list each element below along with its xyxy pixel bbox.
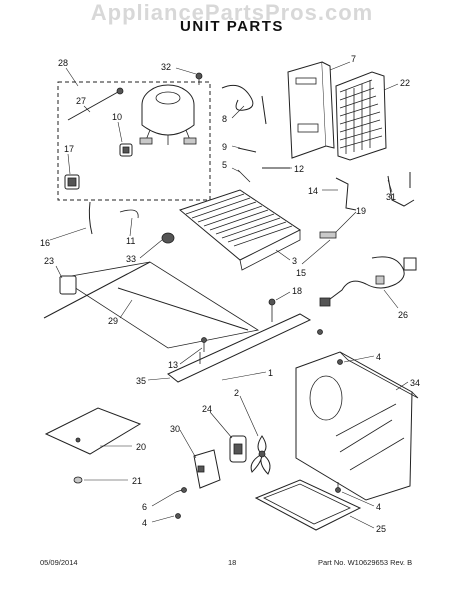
callout-4-right: 4 (376, 502, 381, 512)
callout-26: 26 (398, 310, 408, 320)
callout-1: 1 (268, 368, 273, 378)
callout-35: 35 (136, 376, 146, 386)
callout-27: 27 (76, 96, 86, 106)
callout-14: 14 (308, 186, 318, 196)
screw-4c (335, 482, 341, 493)
callout-28: 28 (58, 58, 68, 68)
callout-4-top: 4 (376, 352, 381, 362)
callout-20: 20 (136, 442, 146, 452)
foot-21 (73, 476, 83, 484)
fan-blade (250, 435, 271, 475)
callout-34: 34 (410, 378, 420, 388)
callout-5: 5 (222, 160, 227, 170)
rail-bracket (167, 313, 323, 383)
wire-11 (119, 209, 139, 219)
callout-9: 9 (222, 142, 227, 152)
screw-4a (337, 359, 343, 365)
overload-relay (67, 91, 119, 121)
callout-24: 24 (202, 404, 212, 414)
compressor-group-box (57, 81, 211, 201)
callout-25: 25 (376, 524, 386, 534)
callout-18: 18 (292, 286, 302, 296)
callout-17: 17 (64, 144, 74, 154)
callout-23: 23 (44, 256, 54, 266)
page-title: UNIT PARTS (180, 18, 284, 35)
callout-2: 2 (234, 388, 239, 398)
base-frame (43, 261, 260, 349)
callout-21: 21 (132, 476, 142, 486)
fan-motor (229, 435, 247, 463)
callout-22: 22 (400, 78, 410, 88)
footer-part-number: Part No. W10629653 Rev. B (318, 558, 413, 567)
callout-7: 7 (351, 54, 356, 64)
condenser (335, 71, 387, 161)
callout-6: 6 (142, 502, 147, 512)
callout-3: 3 (292, 256, 297, 266)
bracket-23 (59, 275, 77, 295)
grommet (161, 232, 175, 244)
tube-9 (237, 147, 257, 153)
defrost-pan-rack (178, 189, 301, 271)
callout-32: 32 (161, 62, 171, 72)
tube-31 (387, 175, 415, 207)
footer-page-number: 18 (228, 558, 237, 567)
screw-13 (201, 337, 207, 352)
callout-31: 31 (386, 192, 396, 202)
cover-plate (44, 407, 142, 455)
callout-12: 12 (294, 164, 304, 174)
callout-29: 29 (108, 316, 118, 326)
drain-pan (254, 479, 362, 531)
callout-8: 8 (222, 114, 227, 124)
footer-date: 05/09/2014 (40, 558, 78, 567)
clip-19 (319, 231, 337, 239)
watermark: AppliancePartsPros.com (90, 0, 374, 25)
callout-30: 30 (170, 424, 180, 434)
callout-19: 19 (356, 206, 366, 216)
fan-shroud (295, 351, 419, 501)
condenser-shroud (287, 61, 335, 159)
callout-11: 11 (126, 236, 135, 246)
callout-4-left: 4 (142, 518, 147, 528)
wiring-harness (319, 256, 417, 307)
callout-labels: 28 32 7 22 27 10 17 8 9 5 12 14 31 19 16… (40, 54, 420, 534)
leader-lines (49, 61, 409, 529)
motor-bracket (193, 449, 221, 489)
tube-16 (88, 201, 93, 235)
callout-16: 16 (40, 238, 50, 248)
screw-18 (268, 298, 276, 322)
screw-32 (195, 72, 203, 85)
compressor-group (57, 81, 211, 201)
tubing (221, 84, 254, 111)
screw-4b (175, 513, 181, 519)
callout-15: 15 (296, 268, 306, 278)
callout-10: 10 (112, 112, 122, 122)
bracket-14 (335, 177, 357, 211)
screw-6 (175, 487, 187, 493)
callout-33: 33 (126, 254, 136, 264)
callout-13: 13 (168, 360, 178, 370)
